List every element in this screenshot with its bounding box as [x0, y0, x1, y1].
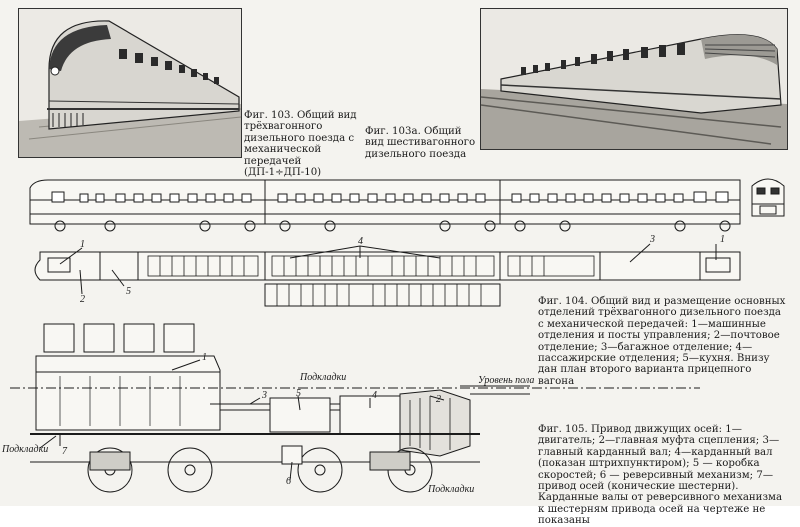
plan-number-1: 1: [80, 239, 85, 250]
label-podkladki-top: Подкладки: [299, 372, 346, 383]
caption-fig105: Фиг. 105. Привод движущих осей: 1—двигат…: [538, 424, 788, 527]
drive-number-7: 7: [62, 446, 68, 457]
plan-number-4: 4: [358, 236, 363, 247]
drive-axles-drawing: [10, 323, 700, 493]
plan-number-1b: 1: [720, 234, 725, 245]
caption-fig104-text: Фиг. 104. Общий вид и размещение основны…: [538, 296, 786, 387]
caption-fig103a-text: Фиг. 103а. Общий вид шестивагонного дизе…: [365, 126, 476, 160]
plan-number-5: 5: [126, 286, 131, 297]
drive-number-6: 6: [286, 476, 291, 487]
fig104-drawing: 1 2 3 4 5 1: [1, 178, 785, 495]
label-podkladki-left: Подкладки: [1, 444, 48, 455]
train-end-view: [751, 178, 785, 217]
plan-number-3: 3: [649, 234, 655, 245]
photo-six-car-train: [480, 8, 788, 150]
caption-fig103-text: Фиг. 103. Общий вид трёхвагонного дизель…: [244, 110, 357, 179]
plan-number-2: 2: [80, 294, 85, 305]
caption-fig104: Фиг. 104. Общий вид и размещение основны…: [538, 296, 788, 387]
drive-number-3: 3: [261, 390, 267, 401]
drive-number-5: 5: [296, 388, 301, 399]
drive-number-4: 4: [372, 390, 377, 401]
train-floor-plan: [34, 243, 741, 307]
three-car-train-illustration: [19, 9, 241, 157]
photo-three-car-train: [18, 8, 242, 158]
label-level-floor: Уровень пола: [478, 375, 534, 386]
six-car-train-illustration: [481, 9, 787, 149]
caption-fig105-text: Фиг. 105. Привод движущих осей: 1—двигат…: [538, 424, 783, 527]
caption-fig103: Фиг. 103. Общий вид трёхвагонного дизель…: [244, 110, 360, 178]
train-side-elevation: [29, 179, 741, 232]
label-podkladki-bottom: Подкладки: [427, 484, 474, 495]
caption-fig103a: Фиг. 103а. Общий вид шестивагонного дизе…: [365, 126, 477, 160]
drive-number-1: 1: [202, 352, 207, 363]
drive-number-2: 2: [436, 394, 441, 405]
